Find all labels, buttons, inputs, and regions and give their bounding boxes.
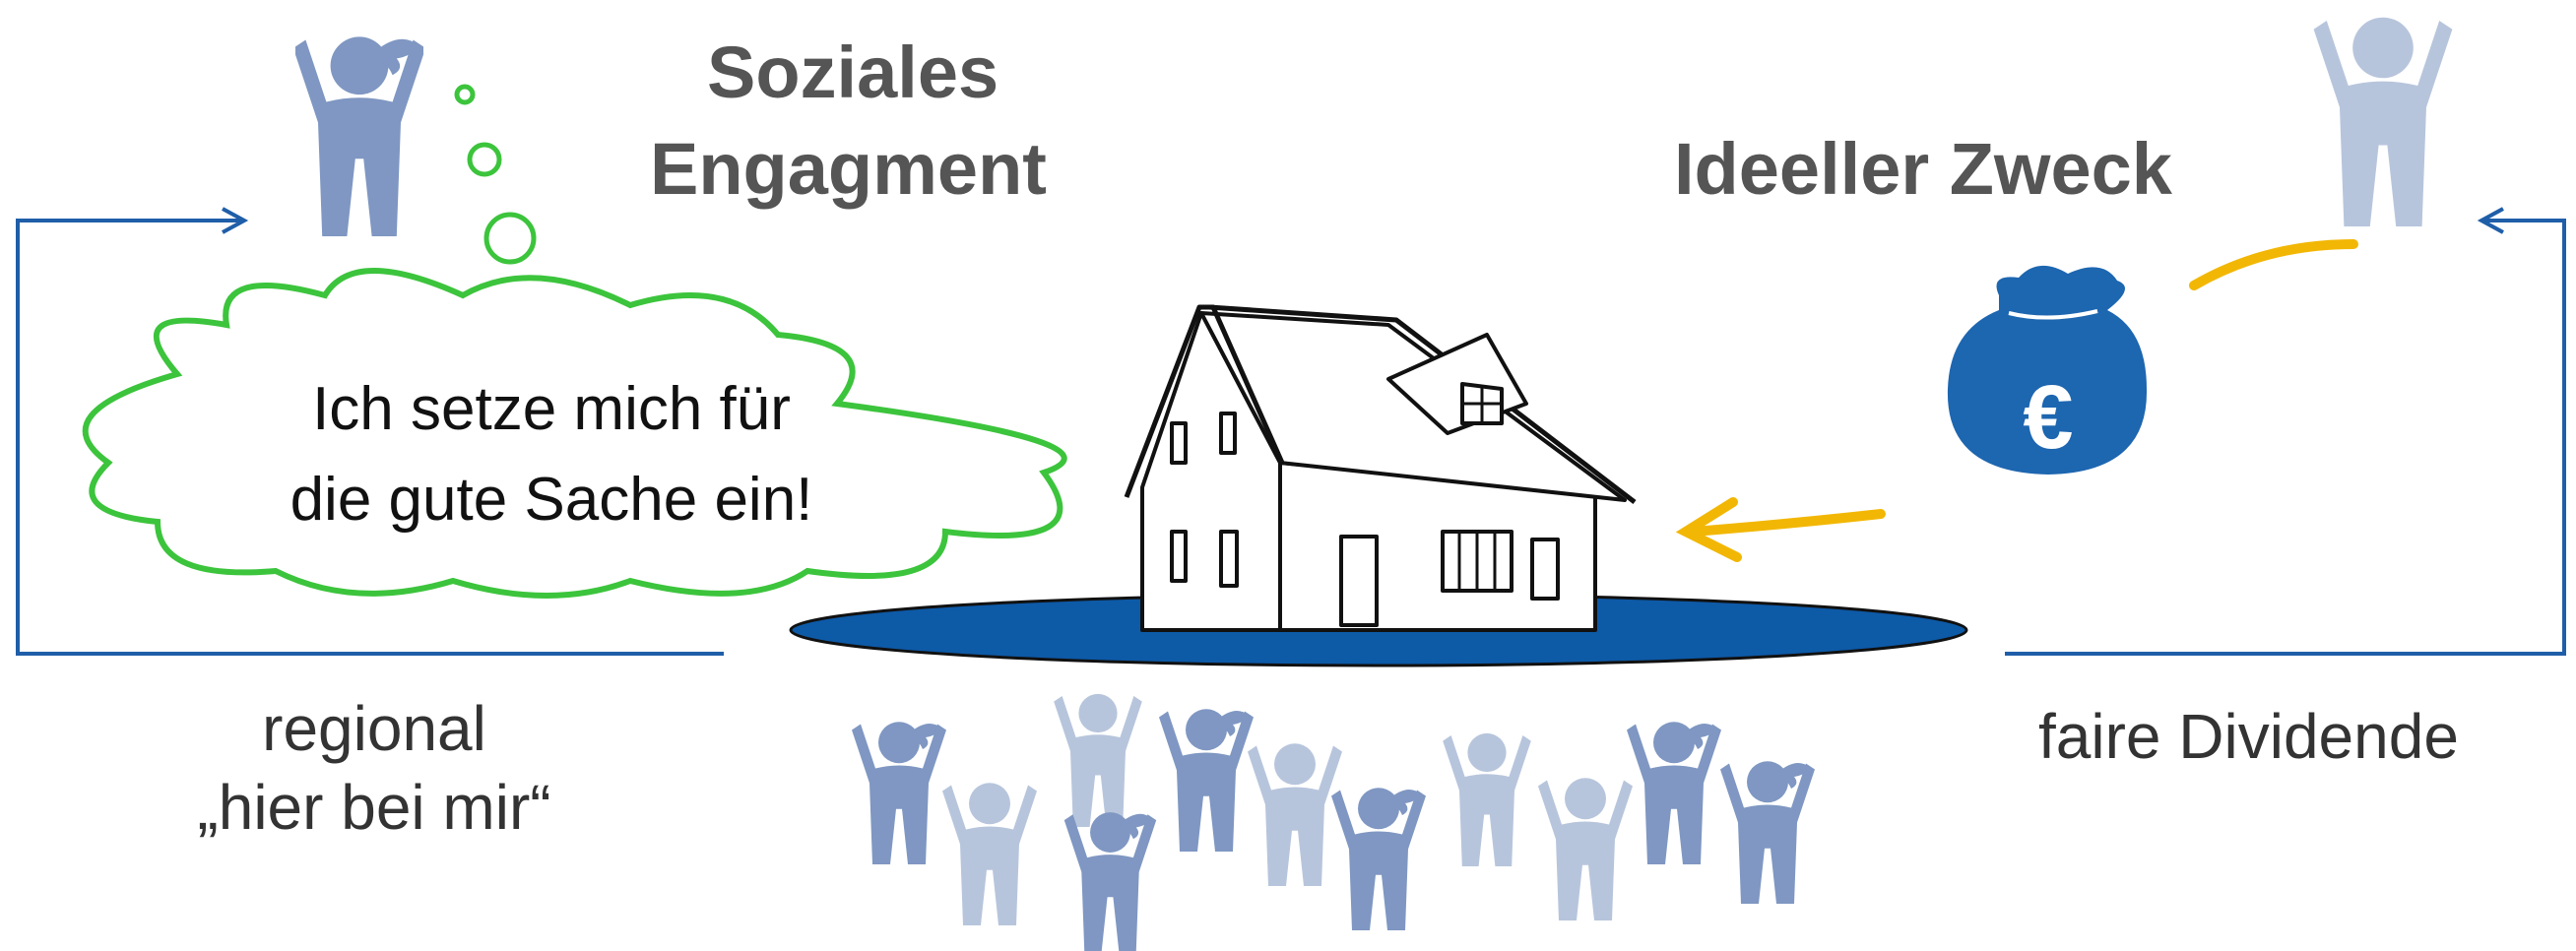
person-icon bbox=[1054, 693, 1142, 827]
person-icon bbox=[1159, 709, 1254, 852]
person-icon bbox=[1627, 722, 1721, 864]
dividend-label: faire Dividende bbox=[2038, 701, 2459, 772]
transfer-arc bbox=[2189, 239, 2358, 290]
regional-label: regional „hier bei mir“ bbox=[148, 689, 601, 847]
left-flow-arrow bbox=[16, 207, 724, 656]
thought-dots bbox=[454, 84, 537, 265]
person-icon bbox=[1063, 812, 1157, 951]
person-icon bbox=[2313, 17, 2453, 226]
regional-line1: regional bbox=[262, 693, 486, 764]
social-heading-line2: Engagment bbox=[650, 128, 1047, 210]
right-flow-arrow bbox=[2005, 207, 2566, 656]
regional-line2: „hier bei mir“ bbox=[197, 772, 551, 843]
social-heading-line1: Soziales bbox=[707, 32, 999, 113]
person-icon bbox=[295, 36, 423, 236]
ideal-purpose-heading: Ideeller Zweck bbox=[1674, 128, 2172, 210]
thought-bubble-icon bbox=[82, 268, 1067, 599]
person-icon bbox=[852, 722, 946, 864]
money-bag-icon: € bbox=[1947, 265, 2148, 475]
person-icon bbox=[942, 783, 1037, 925]
thought-line1: Ich setze mich für bbox=[312, 375, 791, 443]
crowd bbox=[852, 693, 1815, 951]
thought-line2: die gute Sache ein! bbox=[290, 466, 813, 534]
house-icon bbox=[1124, 304, 1637, 632]
person-icon bbox=[1331, 788, 1426, 930]
arrow-icon bbox=[1675, 497, 1886, 562]
person-icon bbox=[1248, 743, 1342, 886]
euro-symbol: € bbox=[2023, 367, 2073, 468]
person-icon bbox=[1538, 778, 1633, 920]
thought-bubble-text: Ich setze mich für die gute Sache ein! bbox=[197, 364, 906, 545]
person-icon bbox=[1720, 761, 1815, 904]
person-icon bbox=[1443, 732, 1531, 866]
